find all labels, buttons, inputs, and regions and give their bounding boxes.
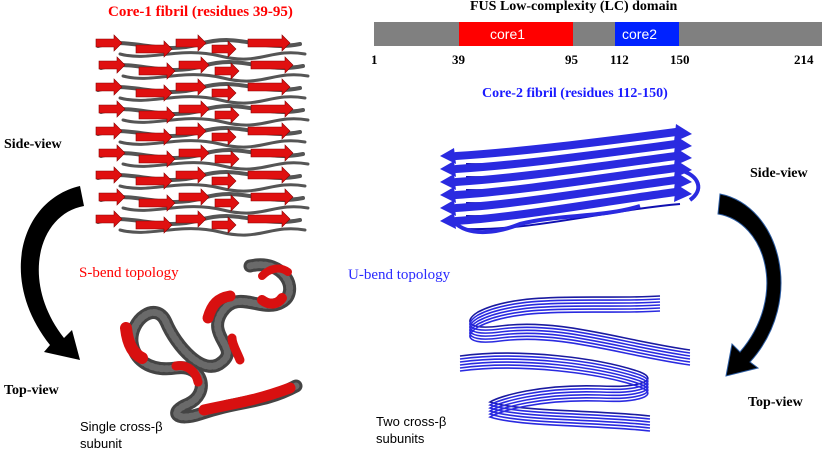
core2-fibril-title: Core-2 fibril (residues 112-150) — [482, 86, 668, 101]
s-bend-topology-label: S-bend topology — [79, 265, 179, 281]
tick-label-112: 112 — [610, 52, 629, 67]
tick-label-39: 39 — [452, 52, 465, 67]
left-caption-line1: Single cross-β — [80, 419, 163, 434]
right-caption-line2: subunits — [376, 431, 425, 446]
u-bend-strand — [459, 364, 651, 429]
core1-layer — [98, 100, 310, 127]
right-top-view-label: Top-view — [748, 395, 803, 410]
core1-fibril-title: Core-1 fibril (residues 39-95) — [108, 4, 293, 20]
u-bend-strand — [459, 358, 651, 423]
left-view-arrow — [20, 186, 84, 360]
core1-layer — [98, 188, 310, 215]
core1-segment — [459, 22, 573, 46]
u-bend-strand — [459, 361, 651, 426]
tick-label-95: 95 — [565, 52, 578, 67]
right-side-view-label: Side-view — [750, 166, 808, 181]
domain-bar-title: FUS Low-complexity (LC) domain — [470, 0, 678, 14]
tick-label-1: 1 — [371, 52, 378, 67]
u-bend-strand — [459, 355, 651, 420]
tick-label-214: 214 — [794, 52, 814, 67]
core1-layer — [98, 56, 310, 83]
core2-top-view — [459, 295, 691, 432]
left-caption-line2: subunit — [80, 436, 122, 451]
core2-segment-label: core2 — [622, 26, 658, 42]
core2-fibril-side-view — [440, 124, 701, 235]
left-top-view-label: Top-view — [4, 383, 59, 398]
core1-layer — [95, 78, 307, 105]
core2-sheet — [440, 184, 692, 231]
core1-segment-label: core1 — [490, 26, 526, 42]
u-bend-strand — [469, 310, 691, 366]
core1-layer — [95, 166, 307, 193]
core1-layer — [98, 144, 310, 171]
core1-layer — [95, 122, 307, 149]
tick-label-150: 150 — [670, 52, 690, 67]
u-bend-topology-label: U-bend topology — [348, 267, 451, 283]
core2-segment — [615, 22, 679, 46]
left-side-view-label: Side-view — [4, 137, 62, 152]
domain-bar-track — [374, 22, 822, 46]
u-bend-strand — [469, 307, 691, 363]
u-bend-strand — [459, 367, 651, 432]
right-caption-line1: Two cross-β — [376, 414, 447, 429]
core1-top-view — [120, 258, 303, 424]
core1-fibril-side-view — [95, 34, 310, 237]
domain-bar — [374, 22, 822, 46]
core1-layer — [95, 210, 307, 237]
right-view-arrow — [717, 193, 782, 377]
u-bend-strand — [459, 352, 651, 417]
core1-layer — [95, 34, 307, 61]
